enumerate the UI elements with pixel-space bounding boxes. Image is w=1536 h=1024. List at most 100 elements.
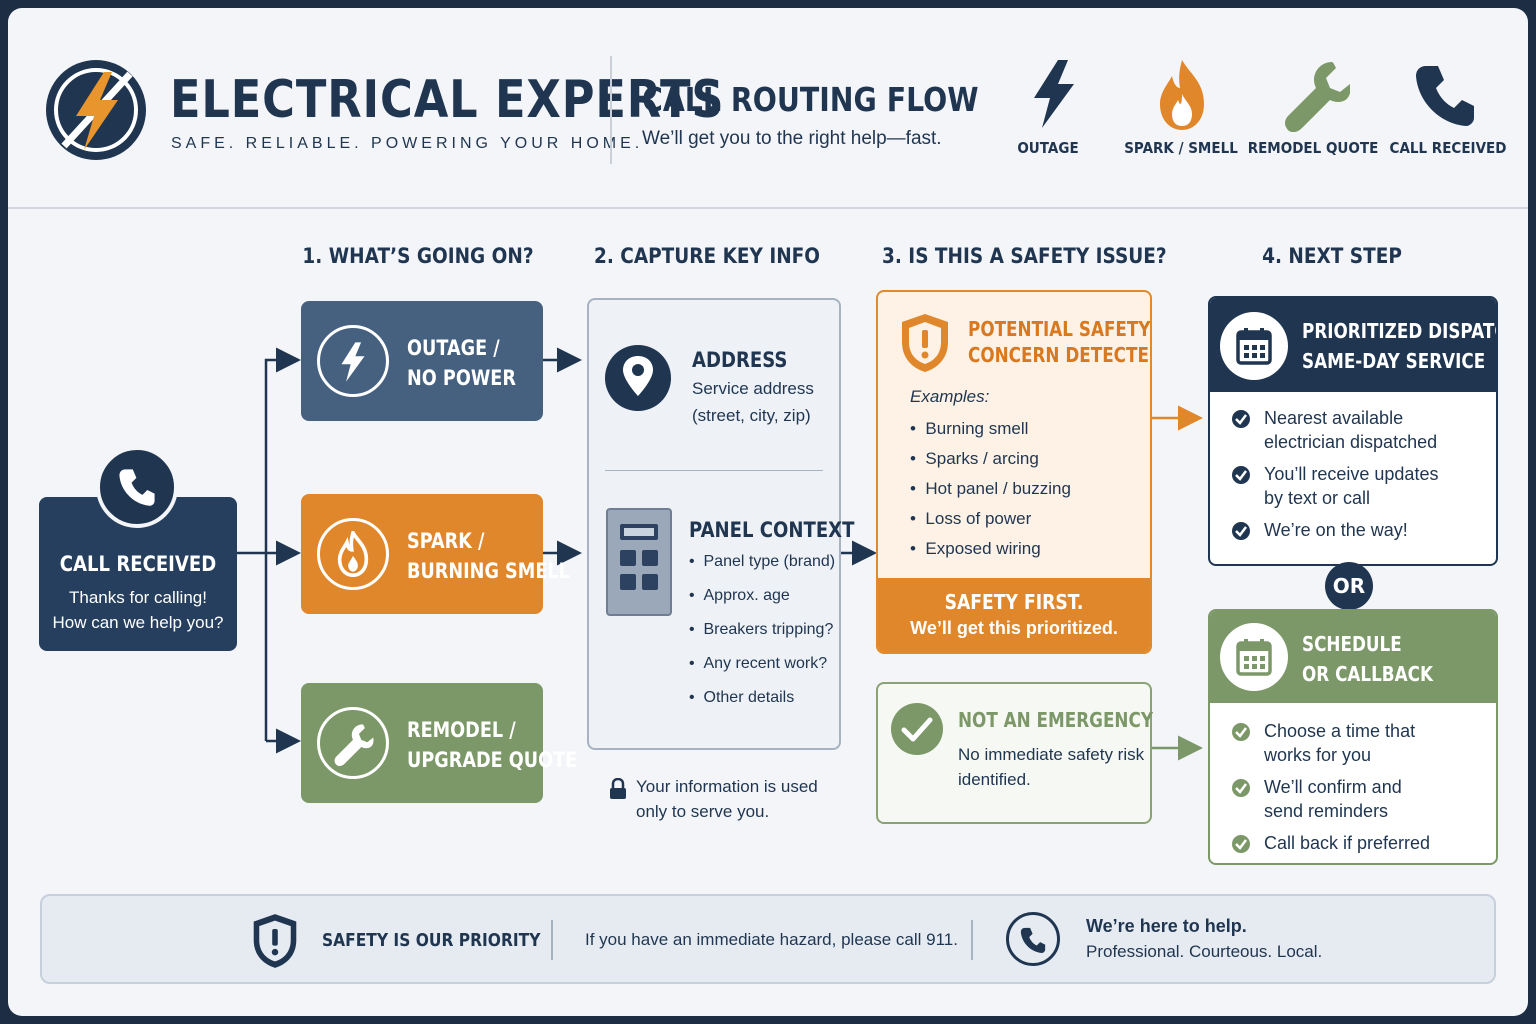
info-divider	[605, 470, 823, 471]
call-received-line2: How can we help you?	[52, 613, 224, 632]
panel-item-text: Approx. age	[703, 587, 790, 604]
category-remodel-line2: UPGRADE QUOTE	[407, 748, 578, 772]
lightning-icon	[341, 342, 365, 382]
category-spark-label: SPARK / BURNING SMELL	[407, 526, 570, 586]
brand-logo-icon	[46, 60, 146, 160]
safety-first-title: SAFETY FIRST.	[944, 590, 1084, 614]
schedule-item-line2: send reminders	[1264, 801, 1389, 821]
capture-info-panel: ADDRESS Service address (street, city, z…	[587, 298, 854, 750]
category-spark-line2: BURNING SMELL	[407, 559, 570, 583]
header-divider	[610, 56, 612, 164]
category-outage-label: OUTAGE / NO POWER	[407, 333, 516, 393]
safety-example: • Sparks / arcing	[910, 449, 1039, 468]
footer-divider	[551, 920, 553, 960]
safety-example-text: Sparks / arcing	[925, 449, 1039, 468]
call-received-line1: Thanks for calling!	[69, 588, 207, 607]
calendar-icon	[1236, 639, 1272, 676]
address-line2: (street, city, zip)	[692, 406, 811, 425]
column-heading-2: 2. CAPTURE KEY INFO	[593, 244, 821, 268]
legend-label-spark: SPARK / SMELL	[1124, 139, 1238, 157]
not-emergency-title: NOT AN EMERGENCY	[958, 708, 1153, 732]
dispatch-card: PRIORITIZED DISPATCH / SAME-DAY SERVICE …	[1208, 296, 1498, 566]
not-emergency-line2: identified.	[958, 770, 1031, 789]
infographic-frame: ELECTRICAL EXPERTS SAFE. RELIABLE. POWER…	[8, 8, 1528, 1016]
address-title: ADDRESS	[692, 348, 788, 372]
category-icon-ring	[317, 707, 389, 779]
safety-title-line1: POTENTIAL SAFETY	[968, 317, 1151, 341]
category-spark: SPARK / BURNING SMELL	[301, 494, 570, 614]
check-icon	[1232, 779, 1250, 797]
column-heading-1: 1. WHAT’S GOING ON?	[302, 244, 534, 268]
schedule-item: Call back if preferred	[1264, 831, 1430, 855]
footer-help-sub: Professional. Courteous. Local.	[1086, 942, 1323, 961]
legend-label-outage: OUTAGE	[1017, 139, 1079, 157]
category-remodel: REMODEL / UPGRADE QUOTE	[301, 683, 577, 803]
safety-title: POTENTIAL SAFETY CONCERN DETECTED	[968, 316, 1151, 368]
category-icon-ring	[317, 325, 389, 397]
panel-item-text: Any recent work?	[703, 655, 828, 672]
safety-first-sub: We’ll get this prioritized.	[910, 618, 1118, 638]
schedule-card-header: SCHEDULE OR CALLBACK	[1210, 611, 1496, 703]
schedule-title-line1: SCHEDULE	[1302, 632, 1402, 656]
panel-context-title: PANEL CONTEXT	[689, 518, 855, 542]
check-icon	[1232, 466, 1250, 484]
schedule-item: We’ll confirm and send reminders	[1264, 775, 1402, 823]
schedule-title: SCHEDULE OR CALLBACK	[1302, 629, 1433, 689]
flow-arrows	[237, 347, 1203, 761]
safety-example-text: Exposed wiring	[925, 539, 1041, 558]
schedule-item-line2: works for you	[1264, 745, 1372, 765]
page-title: CALL ROUTING FLOW	[642, 80, 979, 119]
check-icon	[1232, 723, 1250, 741]
panel-item: • Other details	[689, 689, 795, 706]
footer-bar: SAFETY IS OUR PRIORITY If you have an im…	[40, 894, 1496, 984]
footer-priority: SAFETY IS OUR PRIORITY	[322, 930, 541, 951]
phone-icon	[1416, 66, 1474, 126]
shield-icon	[253, 914, 297, 968]
check-icon	[1232, 835, 1250, 853]
call-received-message: Thanks for calling! How can we help you?	[39, 585, 237, 635]
safety-example-text: Loss of power	[925, 509, 1032, 528]
legend-label-call: CALL RECEIVED	[1389, 139, 1507, 157]
dispatch-item-line1: Nearest available	[1264, 408, 1404, 428]
panel-item: • Approx. age	[689, 587, 790, 604]
dispatch-item-line2: by text or call	[1264, 488, 1371, 508]
privacy-note: Your information is used only to serve y…	[636, 774, 818, 824]
panel-item: • Any recent work?	[689, 655, 828, 672]
dispatch-item: Nearest available electrician dispatched	[1264, 406, 1437, 454]
category-remodel-line1: REMODEL /	[407, 718, 516, 742]
panel-item-text: Other details	[703, 689, 795, 706]
phone-icon	[1020, 927, 1046, 953]
dispatch-item-line1: You’ll receive updates	[1264, 464, 1439, 484]
phone-icon	[119, 469, 155, 506]
calendar-badge	[1220, 312, 1288, 380]
lock-icon	[610, 778, 626, 799]
dispatch-card-header: PRIORITIZED DISPATCH / SAME-DAY SERVICE	[1210, 298, 1496, 392]
footer-divider	[971, 920, 973, 960]
flame-icon	[337, 531, 369, 577]
panel-item-text: Breakers tripping?	[703, 621, 834, 638]
category-outage-line2: NO POWER	[407, 366, 516, 390]
panel-item: • Breakers tripping?	[689, 621, 834, 638]
wrench-icon	[1285, 62, 1350, 132]
safety-example: • Exposed wiring	[910, 539, 1041, 558]
privacy-line2: only to serve you.	[636, 802, 770, 821]
call-received-badge	[96, 446, 178, 528]
category-icon-ring	[317, 518, 389, 590]
electrical-panel-icon	[606, 508, 672, 616]
header-rule	[8, 207, 1528, 209]
footer-phone-badge	[1006, 912, 1060, 966]
page-subtitle: We’ll get you to the right help—fast.	[642, 128, 942, 149]
column-heading-3: 3. IS THIS A SAFETY ISSUE?	[882, 244, 1167, 268]
brand-tagline: SAFE. RELIABLE. POWERING YOUR HOME.	[171, 135, 644, 152]
safety-example: • Loss of power	[910, 509, 1032, 528]
category-outage: OUTAGE / NO POWER	[301, 301, 543, 421]
category-outage-line1: OUTAGE /	[407, 336, 500, 360]
check-icon	[1232, 522, 1250, 540]
wrench-icon	[334, 724, 374, 766]
dispatch-title-line1: PRIORITIZED DISPATCH /	[1302, 319, 1496, 343]
safety-example-text: Hot panel / buzzing	[925, 479, 1071, 498]
brand-name: ELECTRICAL EXPERTS	[170, 70, 725, 130]
map-pin-icon	[605, 345, 671, 411]
calendar-badge	[1220, 623, 1288, 691]
address-line1: Service address	[692, 379, 814, 398]
